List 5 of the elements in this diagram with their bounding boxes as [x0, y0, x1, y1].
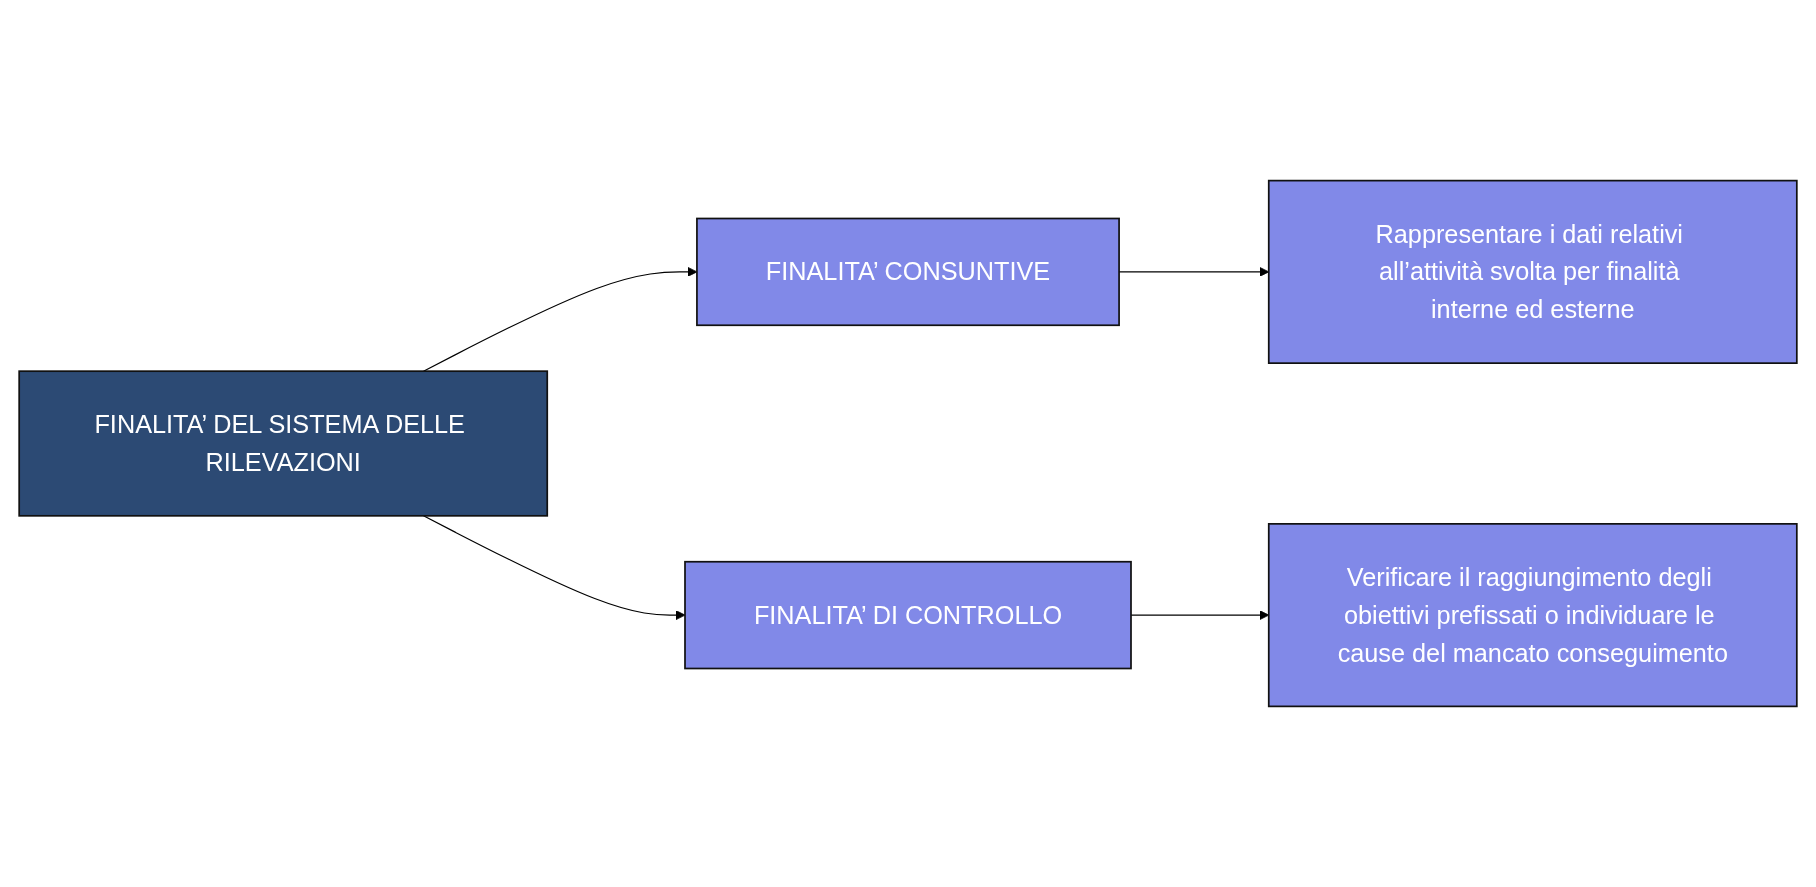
node-box: FINALITA’ DEL SISTEMA DELLE RILEVAZIONI: [18, 370, 549, 517]
node-box: Verificare il raggiungimento degli obiettivi prefissati o individuare le cause del mancato conseguimento: [1267, 523, 1798, 708]
node-box: FINALITA’ CONSUNTIVE: [696, 217, 1120, 327]
node-box: FINALITA’ DI CONTROLLO: [684, 560, 1132, 670]
node-box: Rappresentare i dati relativi all’attività svolta per finalità interne ed esterne: [1267, 179, 1798, 364]
